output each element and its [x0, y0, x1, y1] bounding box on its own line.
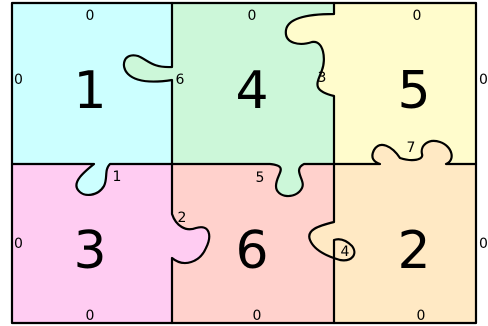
edge-label-top-piece5: 0 [413, 8, 422, 24]
piece-2-number: 2 [397, 221, 430, 281]
edge-label-tab-5-2: 7 [407, 140, 416, 156]
edge-label-bottom-piece2: 0 [417, 308, 426, 324]
edge-label-top-piece1: 0 [86, 8, 95, 24]
piece-5-number: 5 [397, 61, 430, 121]
edge-label-tab-1-4: 6 [176, 72, 185, 88]
edge-label-top-piece4: 0 [248, 8, 257, 24]
edge-label-right-piece5: 0 [479, 72, 488, 88]
piece-4-number: 4 [235, 61, 268, 121]
edge-label-tab-4-5: 3 [318, 70, 327, 86]
edge-label-bottom-piece6: 0 [253, 308, 262, 324]
edge-label-tab-6-2: 4 [341, 244, 350, 260]
edge-label-tab-3-6: 2 [178, 210, 187, 226]
edge-label-bottom-piece3: 0 [86, 308, 95, 324]
edge-label-tab-1-3: 1 [113, 169, 122, 185]
piece-6-number: 6 [235, 221, 268, 281]
piece-1-number: 1 [73, 61, 106, 121]
edge-label-left-piece1: 0 [14, 72, 23, 88]
edge-label-tab-4-6: 5 [256, 170, 265, 186]
edge-label-left-piece3: 0 [14, 236, 23, 252]
piece-3-number: 3 [73, 221, 106, 281]
edge-label-right-piece2: 0 [479, 236, 488, 252]
